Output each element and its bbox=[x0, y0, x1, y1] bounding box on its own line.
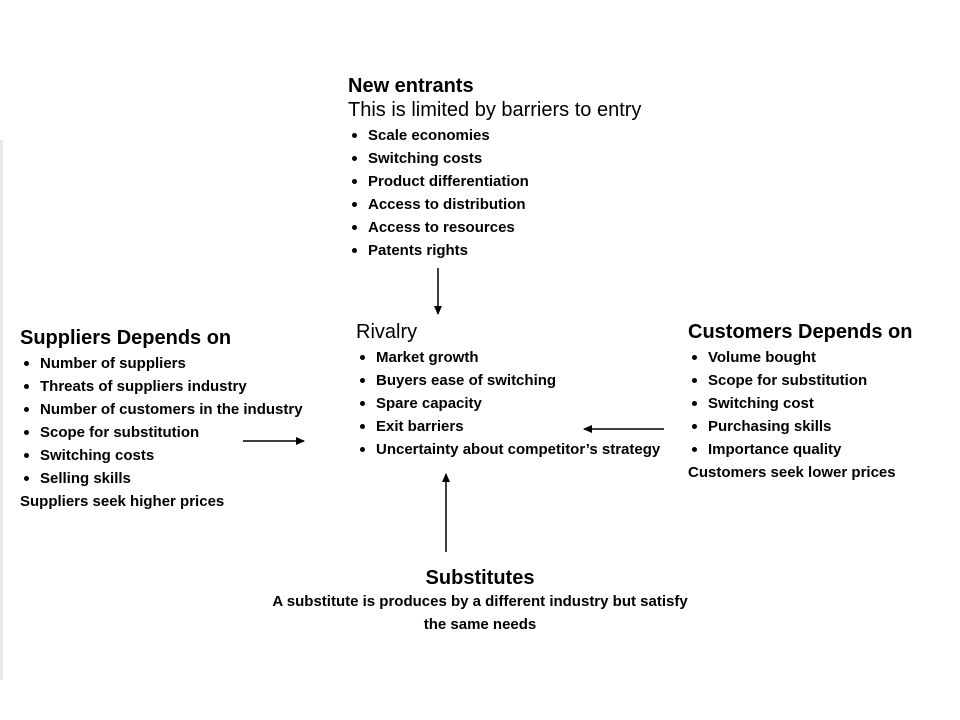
customers-title: Customers Depends on bbox=[688, 321, 913, 343]
slide-edge bbox=[0, 140, 3, 680]
suppliers-title: Suppliers Depends on bbox=[20, 327, 232, 349]
new-entrants-subtitle: This is limited by barriers to entry bbox=[348, 99, 642, 121]
list-item: Importance quality bbox=[688, 438, 912, 461]
list-item: Uncertainty about competitor’s strategy bbox=[356, 438, 660, 461]
list-item: Scale economies bbox=[348, 124, 641, 147]
customers-list: Volume bought Scope for substitution Swi… bbox=[688, 346, 912, 461]
substitutes-title: Substitutes bbox=[425, 567, 535, 589]
list-item: Switching costs bbox=[20, 444, 303, 467]
list-item: Selling skills bbox=[20, 467, 303, 490]
substitutes-block: Substitutes A substitute is produces by … bbox=[220, 566, 740, 636]
suppliers-list: Number of suppliers Threats of suppliers… bbox=[20, 352, 303, 490]
list-item: Patents rights bbox=[348, 239, 641, 262]
customers-footer: Customers seek lower prices bbox=[688, 464, 896, 481]
substitutes-description-line1: A substitute is produces by a different … bbox=[272, 593, 688, 610]
suppliers-block: Suppliers Depends on Number of suppliers… bbox=[20, 326, 303, 513]
list-item: Switching cost bbox=[688, 392, 912, 415]
list-item: Threats of suppliers industry bbox=[20, 375, 303, 398]
list-item: Switching costs bbox=[348, 147, 641, 170]
list-item: Purchasing skills bbox=[688, 415, 912, 438]
list-item: Number of customers in the industry bbox=[20, 398, 303, 421]
substitutes-description-line2: the same needs bbox=[423, 616, 537, 633]
list-item: Number of suppliers bbox=[20, 352, 303, 375]
rivalry-list: Market growth Buyers ease of switching S… bbox=[356, 346, 660, 461]
list-item: Spare capacity bbox=[356, 392, 660, 415]
list-item: Buyers ease of switching bbox=[356, 369, 660, 392]
list-item: Exit barriers bbox=[356, 415, 660, 438]
rivalry-block: Rivalry Market growth Buyers ease of swi… bbox=[356, 320, 660, 461]
list-item: Access to resources bbox=[348, 216, 641, 239]
list-item: Scope for substitution bbox=[688, 369, 912, 392]
list-item: Product differentiation bbox=[348, 170, 641, 193]
new-entrants-list: Scale economies Switching costs Product … bbox=[348, 124, 641, 262]
customers-block: Customers Depends on Volume bought Scope… bbox=[688, 320, 912, 484]
suppliers-footer: Suppliers seek higher prices bbox=[20, 493, 225, 510]
new-entrants-title: New entrants bbox=[348, 75, 474, 97]
list-item: Volume bought bbox=[688, 346, 912, 369]
rivalry-title: Rivalry bbox=[356, 321, 418, 343]
new-entrants-block: New entrants This is limited by barriers… bbox=[348, 74, 641, 262]
list-item: Scope for substitution bbox=[20, 421, 303, 444]
list-item: Access to distribution bbox=[348, 193, 641, 216]
list-item: Market growth bbox=[356, 346, 660, 369]
